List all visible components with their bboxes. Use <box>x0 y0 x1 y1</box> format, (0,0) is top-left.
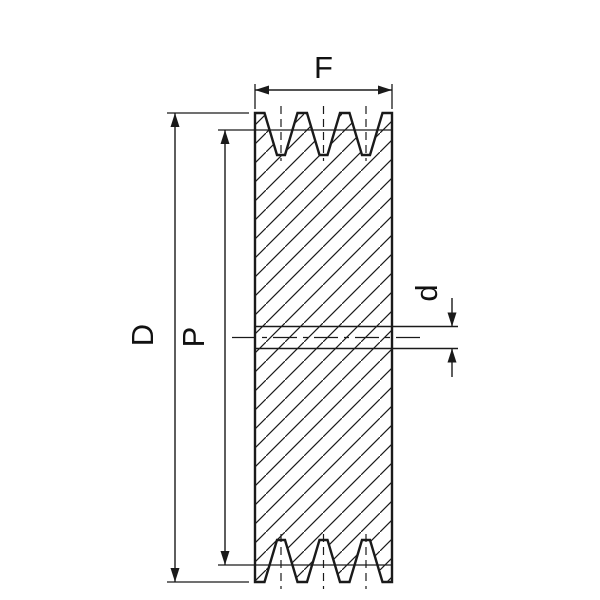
arrowhead-top <box>170 113 180 127</box>
label-face-width: F <box>314 50 333 85</box>
label-bore-diameter: d <box>409 284 444 301</box>
label-outer-diameter: D <box>125 324 160 346</box>
arrowhead-top <box>220 130 230 144</box>
bottom-groove-centerlines <box>280 534 367 589</box>
label-pitch-diameter: P <box>176 327 211 348</box>
arrowhead-right <box>378 85 392 95</box>
dimension-bore-diameter: d <box>409 284 457 377</box>
dimension-outer-diameter: D <box>125 112 249 583</box>
arrowhead-down <box>447 312 457 327</box>
arrowhead-bottom <box>170 568 180 582</box>
arrowhead-up <box>447 348 457 363</box>
top-groove-centerlines <box>280 106 367 161</box>
dimension-face-width: F <box>254 50 393 109</box>
dimension-pitch-diameter: P <box>176 129 392 566</box>
pulley-body-section <box>253 111 394 584</box>
bore-lines <box>255 325 458 350</box>
arrowhead-left <box>255 85 269 95</box>
arrowhead-bottom <box>220 551 230 565</box>
